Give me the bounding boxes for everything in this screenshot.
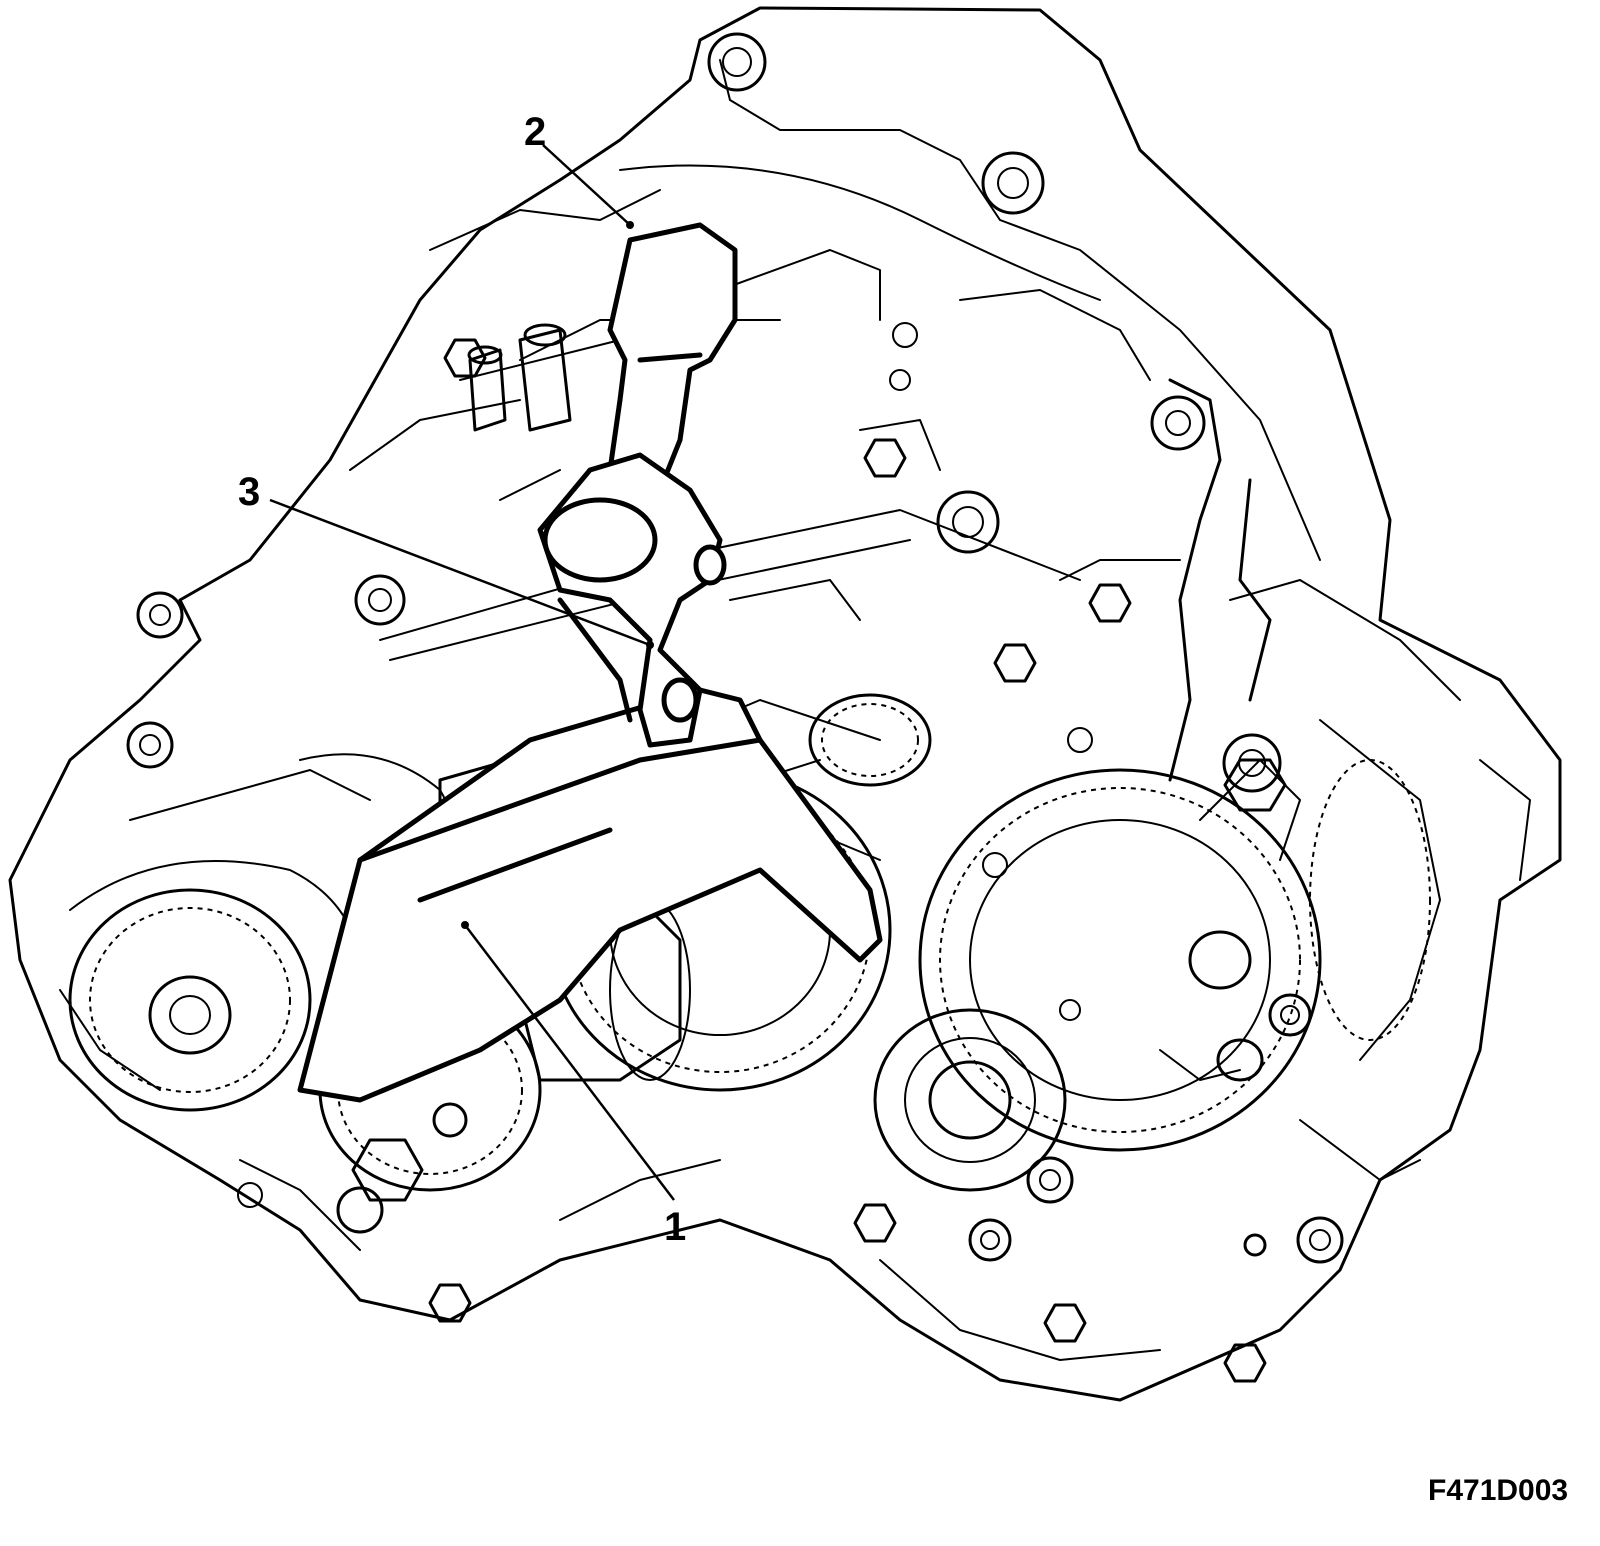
- callout-2-label: 2: [524, 110, 546, 154]
- leader-3: [269, 498, 651, 647]
- mounting-lugs: [126, 32, 1344, 1264]
- selector-rods: [379, 249, 1081, 661]
- leader-2-dot: [626, 221, 634, 229]
- callout-leaders: [269, 144, 675, 1201]
- gearbox-housing: [8, 6, 1562, 1402]
- leader-1-dot: [461, 921, 469, 929]
- figure-code: F471D003: [1428, 1474, 1568, 1507]
- right-differential: [873, 378, 1441, 1257]
- leader-3-dot: [646, 641, 654, 649]
- callout-3-label: 3: [238, 470, 260, 514]
- highlighted-shift-assembly: [297, 222, 883, 1103]
- leader-2: [542, 144, 631, 226]
- callout-1-label: 1: [664, 1205, 686, 1249]
- leader-1: [464, 924, 675, 1201]
